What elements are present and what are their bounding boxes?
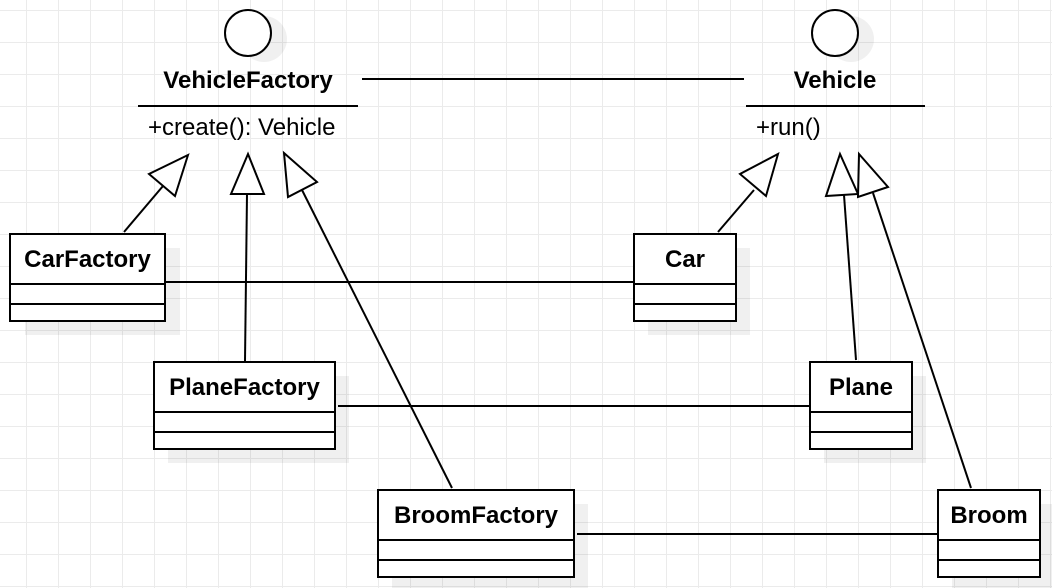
- realization-line: [244, 193, 248, 362]
- class-name: Plane: [829, 374, 893, 401]
- class-car-factory[interactable]: CarFactory: [9, 233, 180, 335]
- class-broom[interactable]: Broom: [937, 489, 1052, 588]
- hollow-triangle-arrowhead-icon: [147, 153, 190, 198]
- realization-broomfactory-vehiclefactory[interactable]: [282, 150, 453, 489]
- class-box: [809, 361, 913, 450]
- realization-line: [301, 189, 453, 489]
- class-plane[interactable]: Plane: [809, 361, 926, 463]
- class-box: [9, 233, 166, 322]
- realization-line: [717, 189, 755, 233]
- hollow-triangle-arrowhead-icon: [282, 150, 319, 199]
- interface-name: VehicleFactory: [163, 67, 333, 94]
- realization-planefactory-vehiclefactory[interactable]: [229, 151, 266, 362]
- realization-line: [843, 194, 857, 361]
- realization-car-vehicle[interactable]: [717, 152, 780, 233]
- class-name: CarFactory: [24, 246, 151, 273]
- hollow-triangle-arrowhead-icon: [229, 151, 266, 195]
- class-broom-factory[interactable]: BroomFactory: [377, 489, 588, 588]
- lollipop-circle-icon: [811, 9, 859, 57]
- class-name: Broom: [950, 502, 1027, 529]
- class-car[interactable]: Car: [633, 233, 750, 335]
- class-plane-factory[interactable]: PlaneFactory: [153, 361, 349, 463]
- realization-line: [872, 192, 972, 489]
- interface-method: +run(): [756, 114, 821, 141]
- hollow-triangle-arrowhead-icon: [856, 151, 890, 199]
- hollow-triangle-arrowhead-icon: [738, 152, 780, 198]
- realization-plane-vehicle[interactable]: [824, 151, 860, 361]
- class-box: [633, 233, 737, 322]
- interface-vehicle-factory[interactable]: VehicleFactory +create(): Vehicle: [138, 9, 358, 141]
- interface-vehicle[interactable]: Vehicle +run(): [746, 9, 925, 141]
- class-box: [153, 361, 336, 450]
- interface-method: +create(): Vehicle: [148, 114, 335, 141]
- realization-broom-vehicle[interactable]: [856, 151, 972, 489]
- hollow-triangle-arrowhead-icon: [824, 151, 860, 198]
- class-name: PlaneFactory: [169, 374, 320, 401]
- class-name: Car: [665, 246, 705, 273]
- class-name: BroomFactory: [394, 502, 559, 529]
- class-box: [377, 489, 575, 578]
- lollipop-circle-icon: [224, 9, 272, 57]
- realization-line: [123, 185, 164, 233]
- interface-name: Vehicle: [794, 67, 877, 94]
- class-box: [937, 489, 1041, 578]
- realization-carfactory-vehiclefactory[interactable]: [123, 153, 190, 233]
